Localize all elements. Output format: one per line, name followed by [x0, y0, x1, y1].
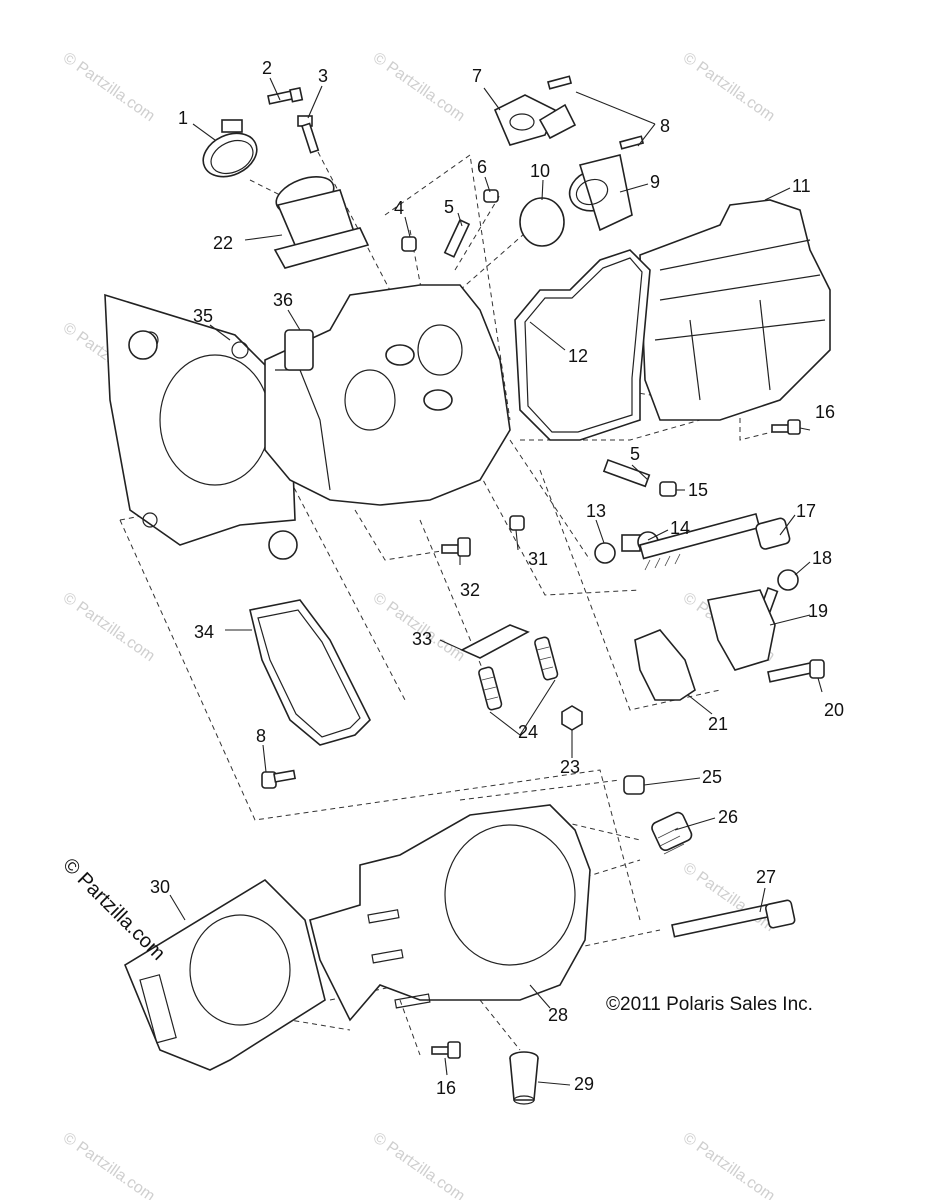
part-sleeve-29 [509, 1051, 539, 1105]
callout-35: 35 [193, 306, 213, 326]
part-guide-5b [602, 458, 651, 488]
watermark: © Partzilla.com [680, 49, 778, 125]
part-water-outlet [568, 154, 633, 232]
callout-15: 15 [688, 480, 708, 500]
callout-16b: 16 [436, 1078, 456, 1098]
part-dowel-4 [401, 236, 417, 252]
callout-2: 2 [262, 58, 272, 78]
callout-29: 29 [574, 1074, 594, 1094]
part-valve-cover [639, 199, 831, 421]
part-seal-ring-a [128, 330, 158, 360]
callout-17: 17 [796, 501, 816, 521]
watermark: © Partzilla.com [680, 1129, 778, 1200]
callout-1: 1 [178, 108, 188, 128]
part-clamp [202, 119, 258, 178]
part-bolt-3 [297, 115, 320, 154]
part-cap-6 [483, 189, 499, 203]
callout-26: 26 [718, 807, 738, 827]
callout-9: 9 [650, 172, 660, 192]
callout-18: 18 [812, 548, 832, 568]
callout-22: 22 [213, 233, 233, 253]
callout-4: 4 [394, 198, 404, 218]
watermark: © Partzilla.com [60, 49, 158, 125]
part-cover-gasket [514, 249, 651, 441]
callout-3: 3 [318, 66, 328, 86]
callout-8b: 8 [256, 726, 266, 746]
part-bolt-8c [261, 769, 297, 789]
watermark: © Partzilla.com [60, 1129, 158, 1200]
callout-36: 36 [273, 290, 293, 310]
callout-labels: 1 2 3 4 5 6 7 8 9 10 11 12 16 5 15 13 14… [150, 58, 844, 1098]
callout-23: 23 [560, 757, 580, 777]
part-valve-guide [443, 218, 471, 258]
callout-8a: 8 [660, 116, 670, 136]
watermark: © Partzilla.com [370, 1129, 468, 1200]
part-base-gasket-30 [123, 878, 326, 1071]
part-head-bolt-17 [639, 512, 791, 571]
callout-33: 33 [412, 629, 432, 649]
part-bolt-32 [441, 537, 471, 557]
callout-21: 21 [708, 714, 728, 734]
callout-11: 11 [792, 176, 811, 196]
part-dowel-25 [623, 775, 645, 795]
callout-25: 25 [702, 767, 722, 787]
callout-32: 32 [460, 580, 480, 600]
callout-28: 28 [548, 1005, 568, 1025]
callout-34: 34 [194, 622, 214, 642]
part-seal-disc [519, 197, 565, 247]
part-bolt-16b [431, 1041, 461, 1059]
callout-14: 14 [670, 518, 690, 538]
watermark: © Partzilla.com [370, 49, 468, 125]
part-bolt-16a [771, 419, 801, 435]
part-cylinder-28 [309, 804, 591, 1022]
callout-30: 30 [150, 877, 170, 897]
part-cap-15 [659, 481, 677, 497]
part-dowel-31 [509, 515, 525, 531]
callout-6: 6 [477, 157, 487, 177]
part-springs-24 [478, 636, 559, 711]
part-nut-23 [561, 705, 583, 731]
callout-31: 31 [528, 549, 548, 569]
part-bolt-20 [767, 659, 825, 683]
watermark-main: © Partzilla.com [58, 854, 169, 965]
callout-16a: 16 [815, 402, 835, 422]
callout-13: 13 [586, 501, 606, 521]
part-bolt-8b [619, 135, 645, 150]
part-o-ring-13 [594, 542, 616, 564]
part-bolt-2 [267, 86, 304, 105]
part-fitting-26 [651, 811, 693, 855]
part-intake-boot [273, 175, 370, 269]
callout-12: 12 [568, 346, 588, 366]
callout-27: 27 [756, 867, 776, 887]
callout-5b: 5 [630, 444, 640, 464]
part-gasket-33 [460, 624, 530, 659]
gasket-inner-edge [524, 257, 643, 433]
part-bracket-19 [707, 589, 776, 671]
callout-7: 7 [472, 66, 482, 86]
part-gasket-34 [249, 599, 371, 746]
part-seal-ring-b [268, 530, 298, 560]
part-bolt-8a [547, 75, 573, 90]
leader-lines [169, 77, 823, 1086]
part-cylinder-head [264, 284, 511, 506]
part-bolt-27 [671, 899, 796, 938]
callout-20: 20 [824, 700, 844, 720]
callout-5a: 5 [444, 197, 454, 217]
watermark: © Partzilla.com [370, 589, 468, 665]
callout-19: 19 [808, 601, 828, 621]
watermark: © Partzilla.com [60, 589, 158, 665]
part-bracket-21 [634, 629, 696, 701]
copyright-notice: ©2011 Polaris Sales Inc. [606, 994, 813, 1015]
part-thermostat-housing [493, 94, 577, 146]
callout-10: 10 [530, 161, 550, 181]
callout-24: 24 [518, 722, 538, 742]
